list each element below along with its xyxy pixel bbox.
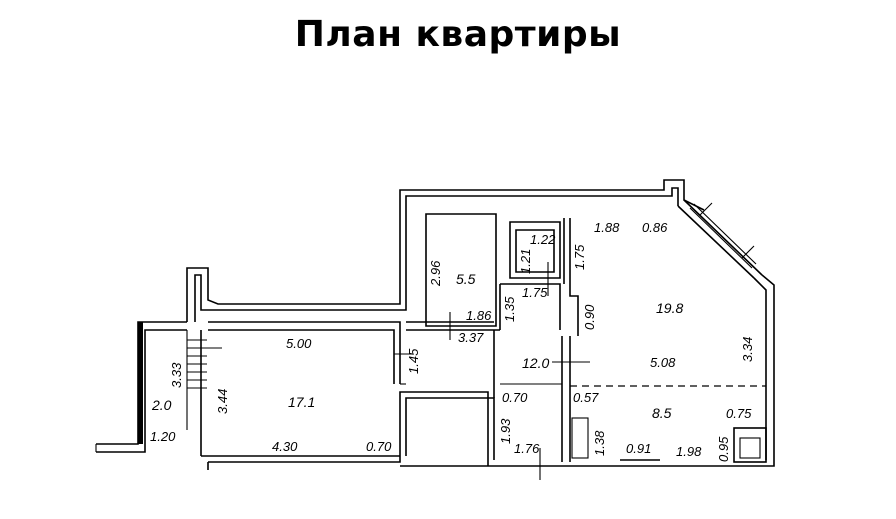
balcony xyxy=(95,321,222,453)
plan-title: План квартиры xyxy=(294,14,622,55)
interior-walls xyxy=(208,213,767,480)
outer-walls xyxy=(186,179,775,470)
